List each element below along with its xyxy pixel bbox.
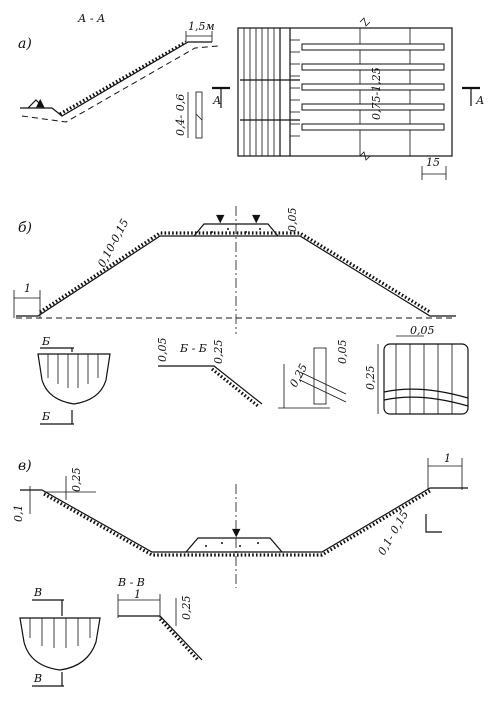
panel-a: а) А - А ▲ 1,5м 0,4- 0,6 А xyxy=(18,12,484,180)
panel-b-detail3-dim-side: 0,25 xyxy=(364,366,377,391)
panel-b-letter: б) xyxy=(18,220,32,236)
panel-b-section-label: Б - Б xyxy=(179,342,207,355)
panel-a-section-profile: ▲ 1,5м xyxy=(20,20,219,123)
panel-b-dim-base: 1 xyxy=(24,282,31,295)
panel-v-detail-dim-2: 0,25 xyxy=(180,596,193,621)
panel-b-section-detail: Б - Б 0,05 0,25 xyxy=(156,338,263,408)
panel-a-dim-side: 0,4- 0,6 xyxy=(174,94,187,136)
svg-text:▼: ▼ xyxy=(232,526,241,539)
panel-a-dim-top: 1,5м xyxy=(188,20,215,33)
panel-v-section-label: В - В xyxy=(117,576,145,589)
panel-b-dim-slope: 0,10-0,15 xyxy=(95,217,131,270)
panel-a-section-label: А - А xyxy=(77,12,105,25)
panel-b-pile-detail: Б Б xyxy=(37,335,111,425)
svg-text:▲: ▲ xyxy=(36,96,45,109)
panel-b-detail-dim-2: 0,25 xyxy=(212,340,225,365)
panel-b-nail-detail: 0,25 0,05 xyxy=(278,340,349,409)
svg-text:▼: ▼ xyxy=(252,212,261,225)
panel-a-section-mark-right: А xyxy=(475,94,484,107)
panel-v-dim-left-1: 0,25 xyxy=(70,468,83,493)
panel-v-dim-left-2: 0,1 xyxy=(12,505,25,523)
panel-a-letter: а) xyxy=(18,36,32,52)
panel-b-detail-dim-1: 0,05 xyxy=(156,338,169,363)
panel-v-section-mark-top: В xyxy=(33,586,42,599)
svg-text:▼: ▼ xyxy=(216,212,225,225)
panel-v-detail-dim-1: 1 xyxy=(134,588,141,601)
panel-b-dim-crest: 0,05 xyxy=(286,208,299,233)
panel-b: б) ▼ ▼ 0,10-0,15 0,05 1 Б xyxy=(13,206,469,425)
panel-v-section-detail: В - В 1 0,25 xyxy=(117,576,203,662)
panel-b-detail2-dim-2: 0,05 xyxy=(336,340,349,365)
panel-v-pile-detail: В В xyxy=(19,586,101,687)
panel-b-wall-detail: 0,05 0,25 xyxy=(364,324,469,415)
panel-v-dim-right-top: 1 xyxy=(444,452,451,465)
panel-a-dim-vert: 0,75-1,25 xyxy=(370,67,383,120)
panel-b-section-mark-bottom: Б xyxy=(41,410,50,423)
panel-v: в) ▼ 0,25 0,1 1 0,1- 0,15 xyxy=(12,452,468,687)
panel-a-plan-view: 0,75-1,25 А 15 xyxy=(237,17,484,180)
panel-v-dim-slope: 0,1- 0,15 xyxy=(375,508,411,557)
panel-a-stone-detail: 0,4- 0,6 А xyxy=(174,86,230,139)
panel-b-section-mark-top: Б xyxy=(41,335,50,348)
panel-b-detail3-dim-top: 0,05 xyxy=(410,324,435,337)
panel-a-dim-bottom: 15 xyxy=(426,156,440,169)
panel-v-letter: в) xyxy=(18,458,32,474)
panel-a-section-mark-left: А xyxy=(212,94,221,107)
panel-v-section-mark-bottom: В xyxy=(33,672,42,685)
